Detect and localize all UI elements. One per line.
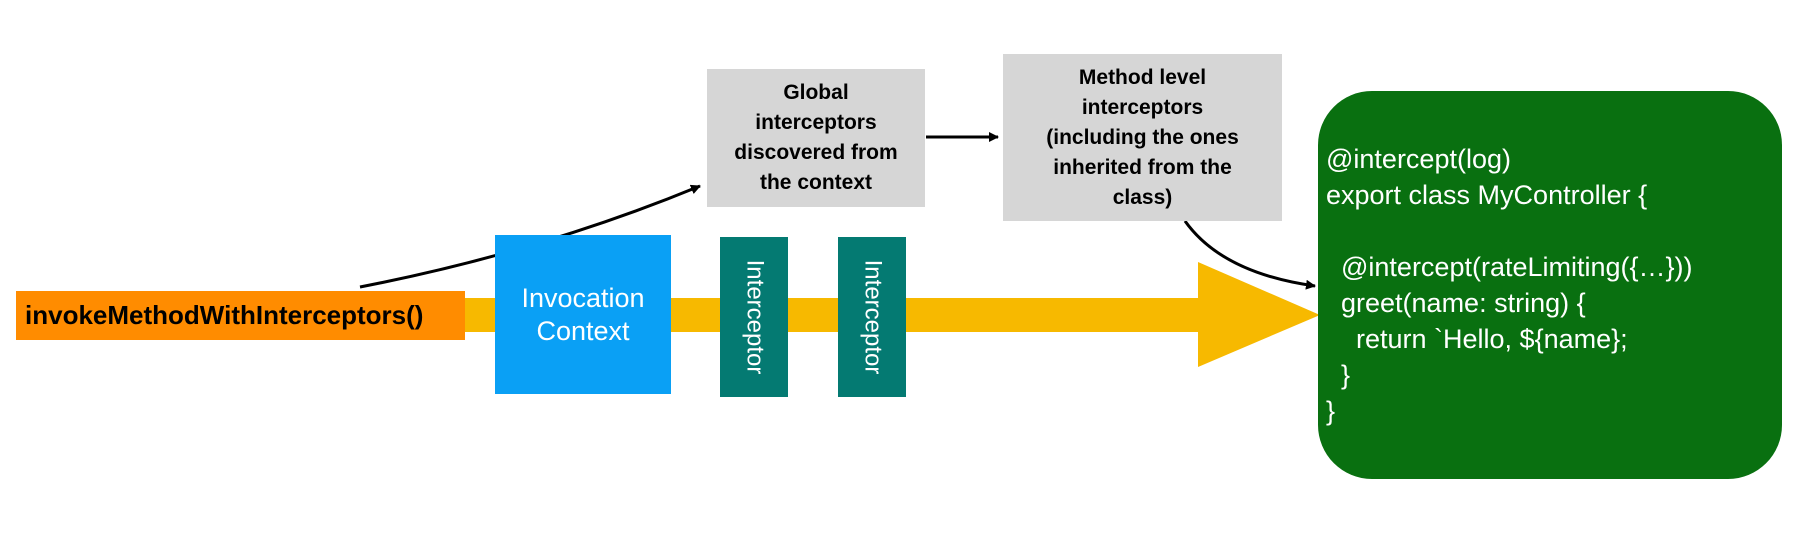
controller-code-box: @intercept(log) export class MyControlle…: [1318, 91, 1782, 479]
entry-label: invokeMethodWithInterceptors(): [25, 300, 424, 330]
interceptor-label-1: Interceptor: [741, 259, 769, 375]
invocation-context-box: Invocation Context: [495, 235, 671, 394]
invoke-method-with-interceptors: invokeMethodWithInterceptors(): [16, 291, 465, 340]
method-level-interceptors-box: Method level interceptors (including the…: [1003, 54, 1282, 221]
interceptor-label-2: Interceptor: [859, 259, 887, 375]
interceptor-box-1: Interceptor: [720, 237, 788, 397]
global-interceptors-box: Global interceptors discovered from the …: [707, 69, 925, 207]
invocation-context-line2: Context: [536, 315, 630, 346]
arrow-method-to-controller: [1183, 220, 1316, 290]
flow-arrow-head: [1198, 262, 1320, 367]
invocation-context-line1: Invocation: [521, 282, 645, 313]
controller-code: @intercept(log) export class MyControlle…: [1326, 144, 1693, 426]
interceptor-box-2: Interceptor: [838, 237, 906, 397]
